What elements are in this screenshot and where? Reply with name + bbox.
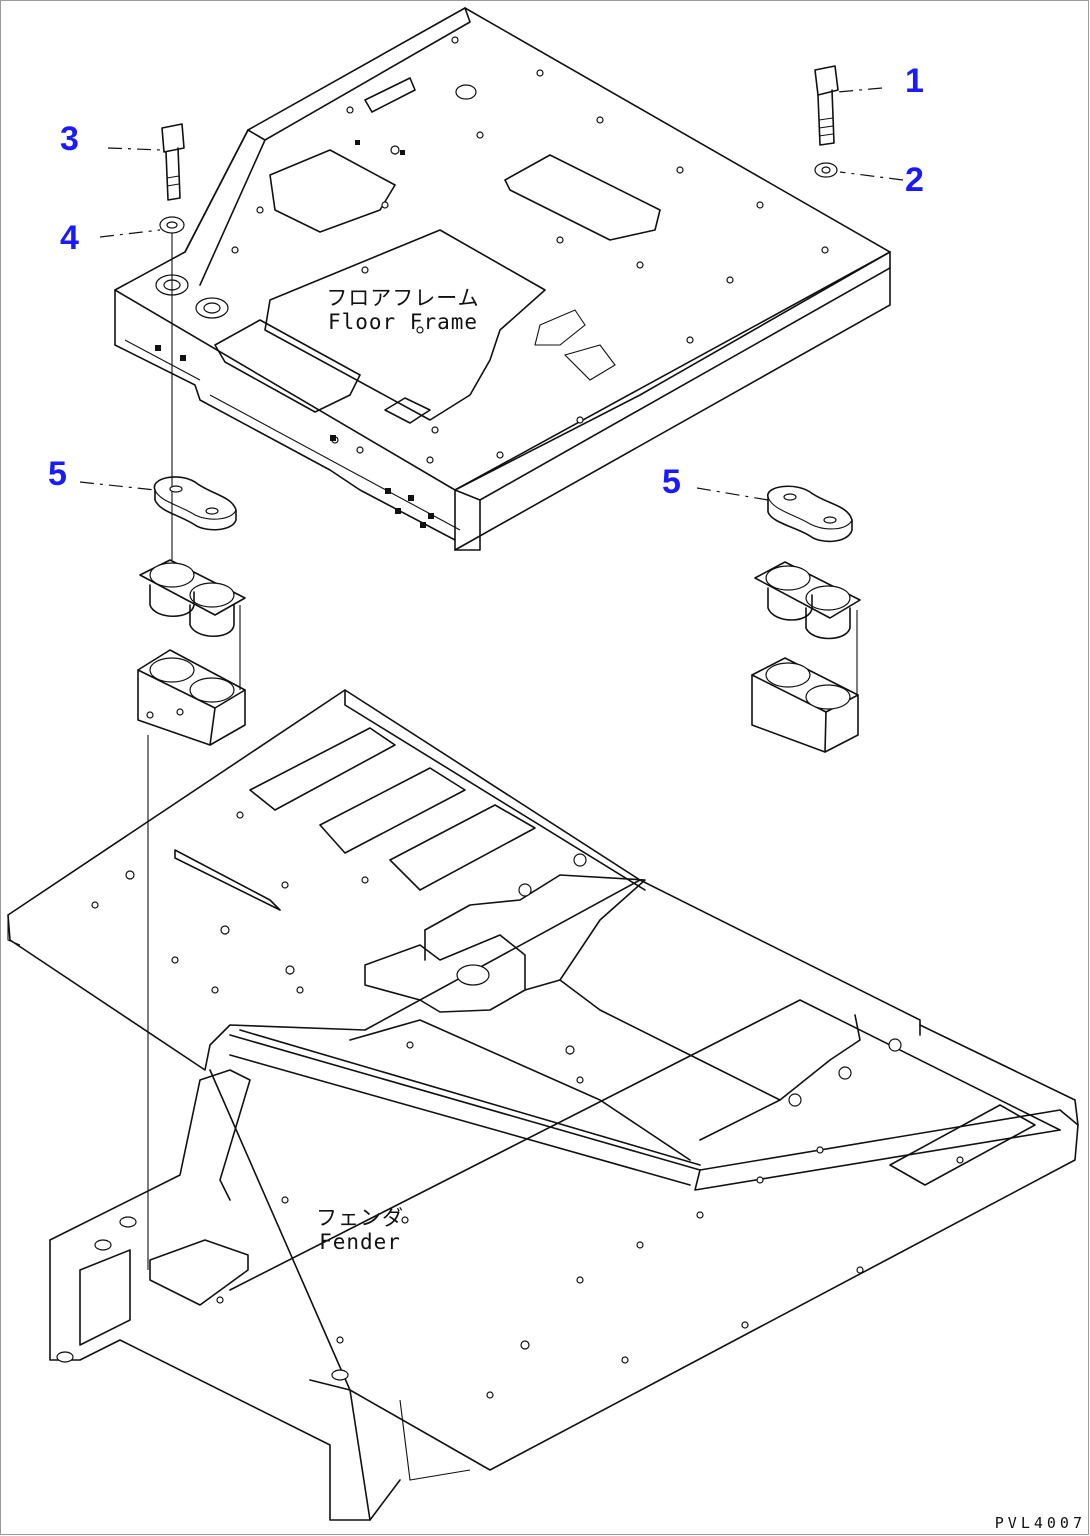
spacer-right — [767, 485, 853, 543]
washer-left — [159, 216, 185, 234]
mount-upper-left — [139, 559, 246, 637]
callout-3: 3 — [60, 120, 79, 158]
floor-frame — [114, 7, 891, 551]
callout-2: 2 — [905, 161, 924, 199]
mount-upper-right — [754, 561, 861, 640]
fender-label: フェンダ Fender — [300, 1206, 420, 1254]
floor-frame-label-en: Floor Frame — [327, 310, 479, 335]
callout-5-left: 5 — [48, 455, 67, 493]
fender-label-en: Fender — [319, 1230, 401, 1255]
bolt-left — [161, 123, 185, 201]
fender-label-jp: フェンダ — [316, 1206, 404, 1230]
leader-lines — [79, 87, 904, 501]
mount-lower-left — [137, 649, 246, 746]
floor-frame-label-jp: フロアフレーム — [326, 286, 480, 310]
floor-frame-label: フロアフレーム Floor Frame — [318, 286, 488, 334]
bolt-right — [814, 65, 839, 146]
callout-1: 1 — [905, 62, 924, 100]
spacer-left — [153, 476, 237, 531]
fender — [7, 689, 1079, 1521]
drawing-code: PVL4007 — [994, 1514, 1086, 1532]
washer-right — [814, 162, 838, 178]
callout-5-right: 5 — [662, 463, 681, 501]
mount-lower-right — [751, 657, 859, 753]
callout-4: 4 — [60, 219, 79, 257]
